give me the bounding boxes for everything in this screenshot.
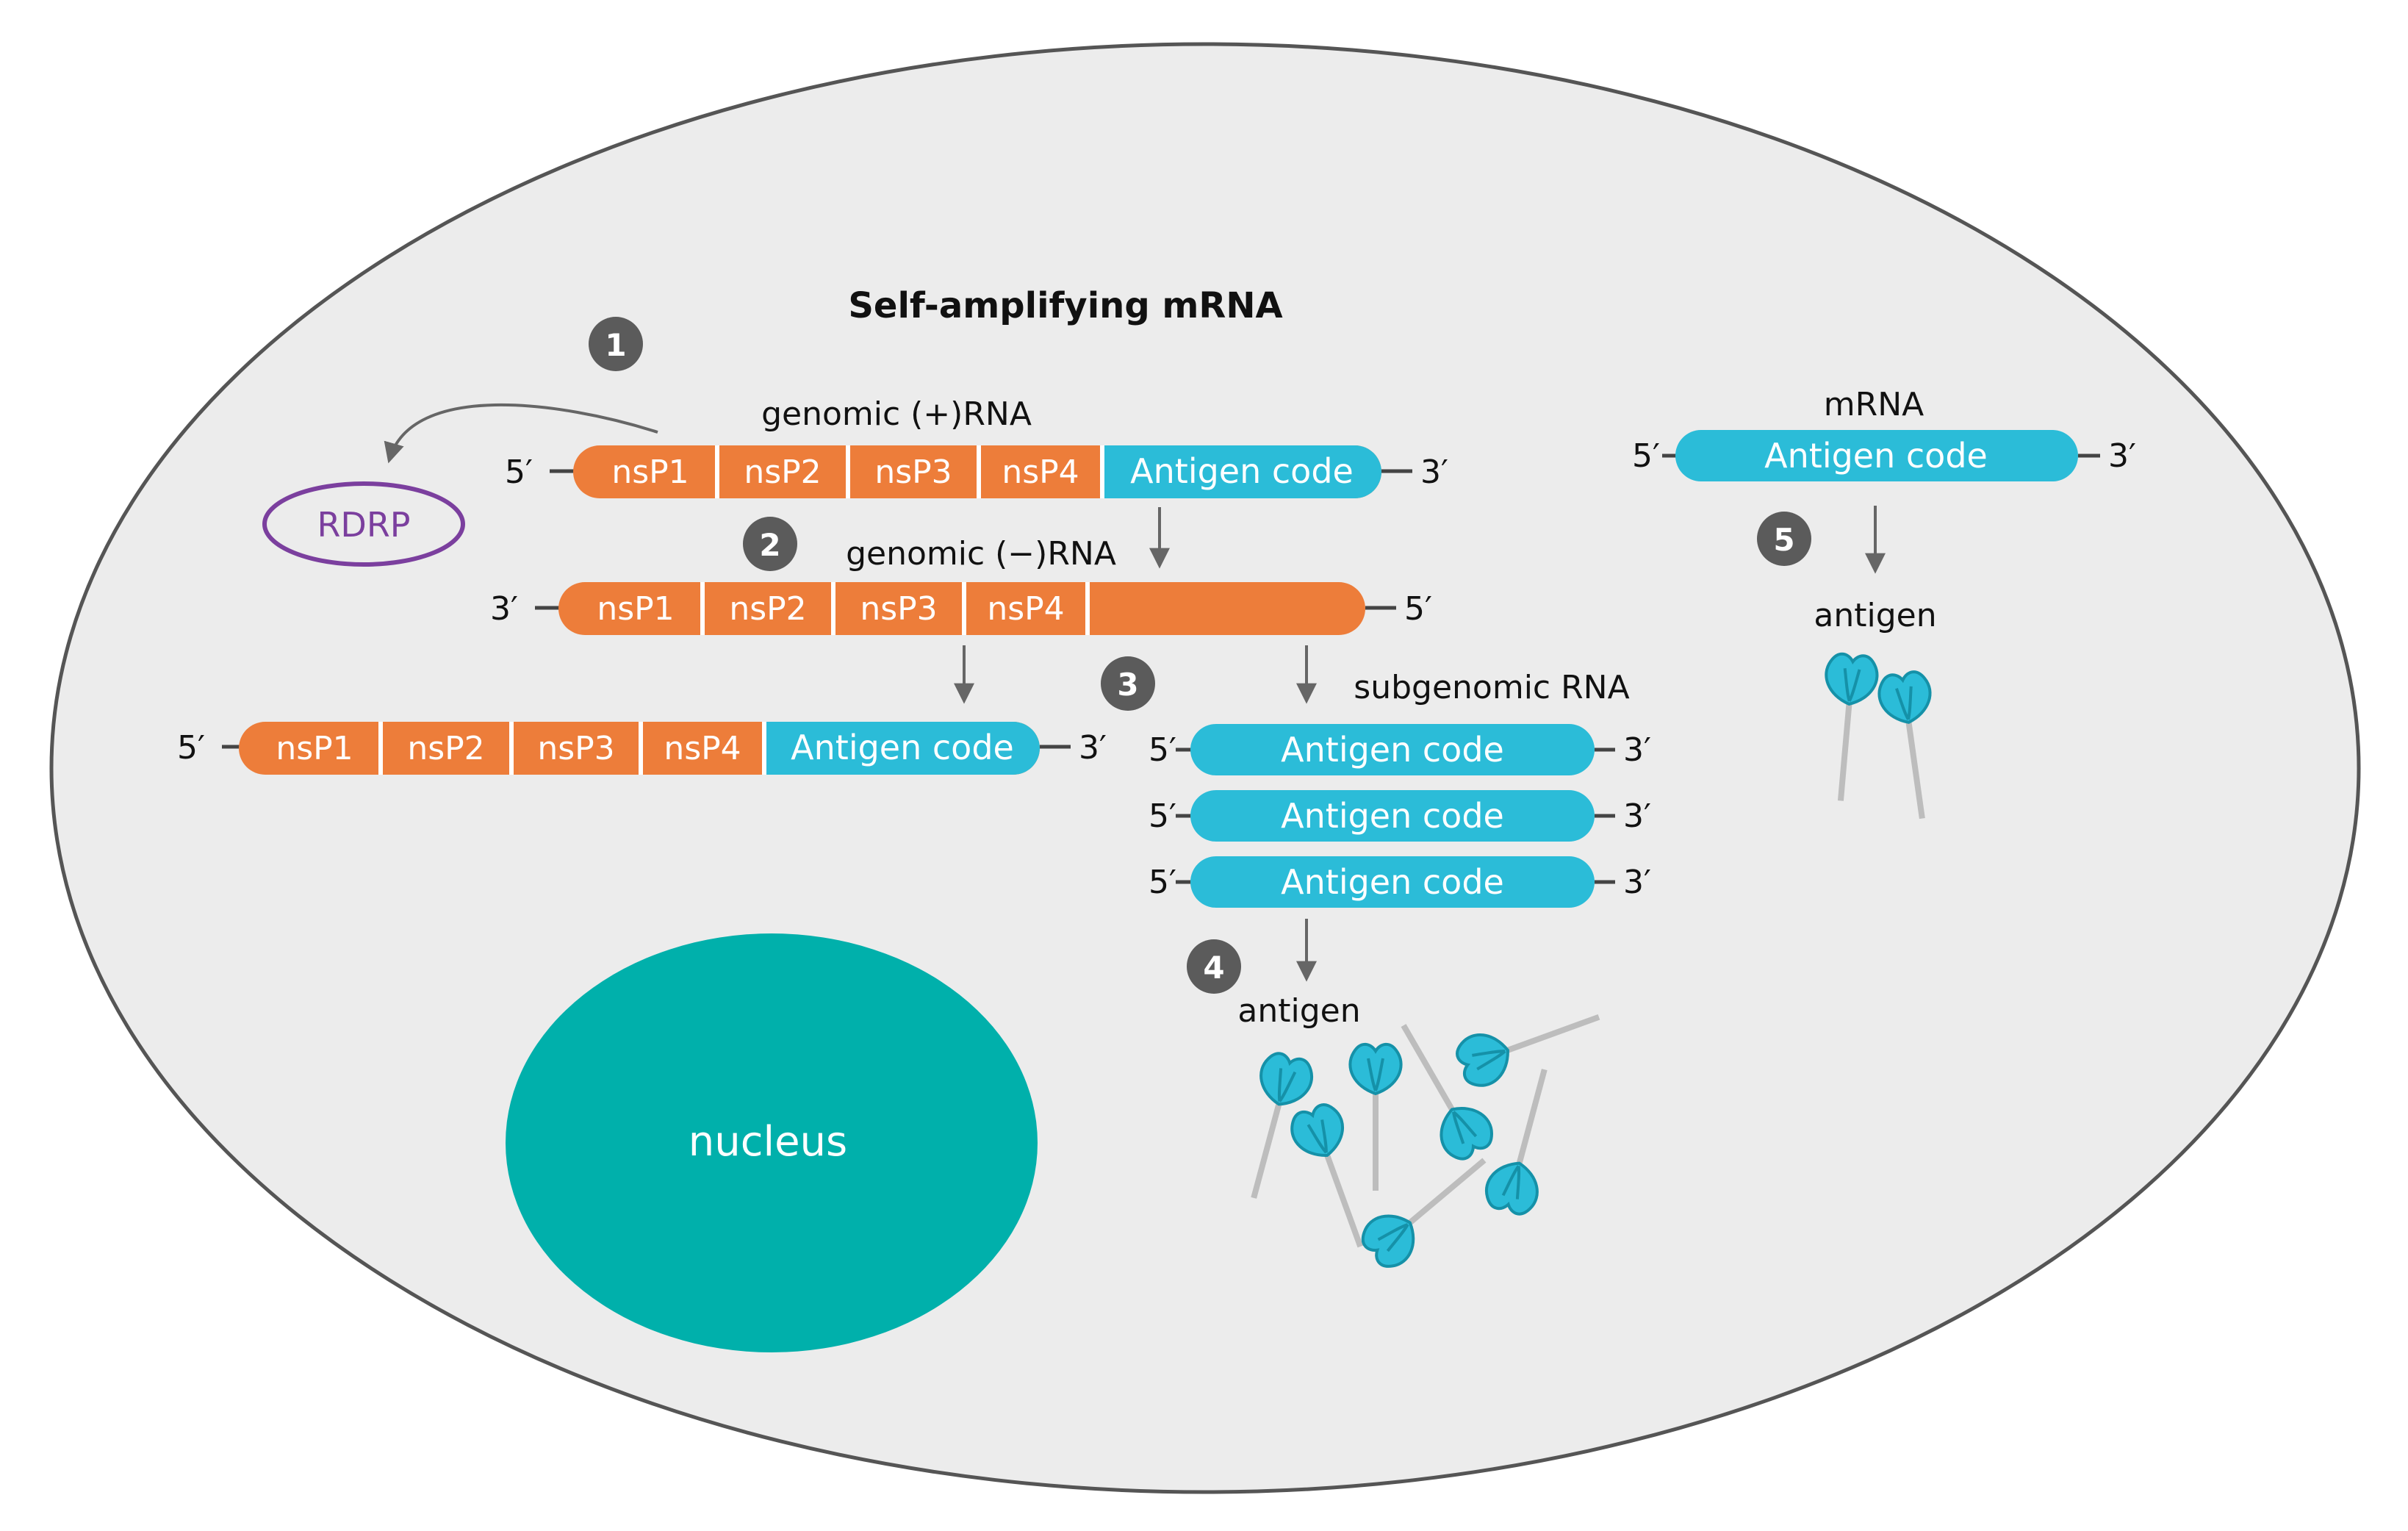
genomic-plus-seg-nsp4: nsP4	[1002, 453, 1079, 491]
svg-text:5: 5	[1773, 522, 1794, 558]
svg-text:1: 1	[605, 327, 626, 363]
mrna-right-end: 3′	[2108, 437, 2136, 475]
genomic-plus-label: genomic (+)RNA	[761, 395, 1032, 433]
genomic-minus-seg-nsp3: nsP3	[860, 590, 937, 628]
strand-genomic-copy: 5′ nsP1 nsP2 nsP3 nsP4 Antigen code 3′	[177, 722, 1107, 775]
step-badge-4: 4	[1187, 939, 1241, 994]
genomic-minus-label: genomic (−)RNA	[846, 535, 1116, 573]
step-badge-3: 3	[1101, 656, 1155, 711]
subgenomic-2-segment: Antigen code	[1281, 796, 1504, 836]
svg-text:4: 4	[1203, 950, 1224, 986]
nucleus	[506, 933, 1038, 1352]
subgenomic-1-left-end: 5′	[1149, 731, 1176, 769]
nucleus-label: nucleus	[689, 1118, 847, 1166]
subgenomic-1-segment: Antigen code	[1281, 730, 1504, 770]
subgenomic-2-left-end: 5′	[1149, 797, 1176, 835]
genomic-plus-seg-nsp3: nsP3	[874, 453, 952, 491]
antigen-label-mrna: antigen	[1814, 597, 1936, 634]
svg-text:2: 2	[759, 527, 780, 563]
genomic-minus-seg-nsp2: nsP2	[729, 590, 806, 628]
subgenomic-2-right-end: 3′	[1623, 797, 1651, 835]
genomic-copy-left-end: 5′	[177, 729, 205, 767]
genomic-plus-right-end: 3′	[1420, 453, 1448, 491]
subgenomic-1-right-end: 3′	[1623, 731, 1651, 769]
rdrp-ellipse	[262, 481, 465, 567]
subgenomic-label: subgenomic RNA	[1354, 669, 1629, 706]
genomic-copy-seg-antigen: Antigen code	[791, 728, 1014, 767]
genomic-minus-left-end: 3′	[490, 590, 518, 628]
subgenomic-3-right-end: 3′	[1623, 864, 1651, 901]
step-badge-1: 1	[589, 317, 643, 371]
subgenomic-3-segment: Antigen code	[1281, 862, 1504, 902]
rdrp-arrow	[384, 404, 658, 464]
mrna-segment: Antigen code	[1764, 436, 1988, 476]
step-badge-5: 5	[1757, 512, 1811, 566]
genomic-plus-left-end: 5′	[505, 453, 533, 491]
strand-genomic-minus: 3′ nsP1 nsP2 nsP3 nsP4 5′	[490, 582, 1432, 635]
subgenomic-3-left-end: 5′	[1149, 864, 1176, 901]
strand-subgenomic-3: 5′ Antigen code 3′	[1149, 856, 1651, 908]
genomic-plus-seg-nsp2: nsP2	[744, 453, 821, 491]
genomic-plus-seg-antigen: Antigen code	[1130, 451, 1354, 491]
genomic-copy-right-end: 3′	[1079, 729, 1107, 767]
strand-mrna: 5′ Antigen code 3′	[1632, 430, 2136, 481]
genomic-copy-seg-nsp3: nsP3	[537, 730, 614, 767]
strand-subgenomic-2: 5′ Antigen code 3′	[1149, 790, 1651, 842]
genomic-minus-right-end: 5′	[1404, 590, 1432, 628]
strand-genomic-plus: 5′ nsP1 nsP2 nsP3 nsP4 Antigen code 3′	[505, 445, 1448, 498]
genomic-copy-seg-nsp2: nsP2	[407, 730, 484, 767]
rdrp-label: RDRP	[317, 505, 410, 545]
mrna-label: mRNA	[1824, 386, 1924, 423]
genomic-copy-seg-nsp4: nsP4	[664, 730, 741, 767]
genomic-copy-seg-nsp1: nsP1	[276, 730, 353, 767]
genomic-plus-seg-nsp1: nsP1	[611, 453, 689, 491]
genomic-minus-seg-nsp4: nsP4	[987, 590, 1064, 628]
mrna-left-end: 5′	[1632, 437, 1660, 475]
svg-text:3: 3	[1117, 667, 1138, 703]
step-badge-2: 2	[743, 517, 797, 571]
strand-subgenomic-1: 5′ Antigen code 3′	[1149, 724, 1651, 775]
antigen-label-subgenomic: antigen	[1237, 992, 1360, 1030]
genomic-minus-seg-nsp1: nsP1	[597, 590, 674, 628]
diagram-title: Self-amplifying mRNA	[848, 285, 1282, 326]
